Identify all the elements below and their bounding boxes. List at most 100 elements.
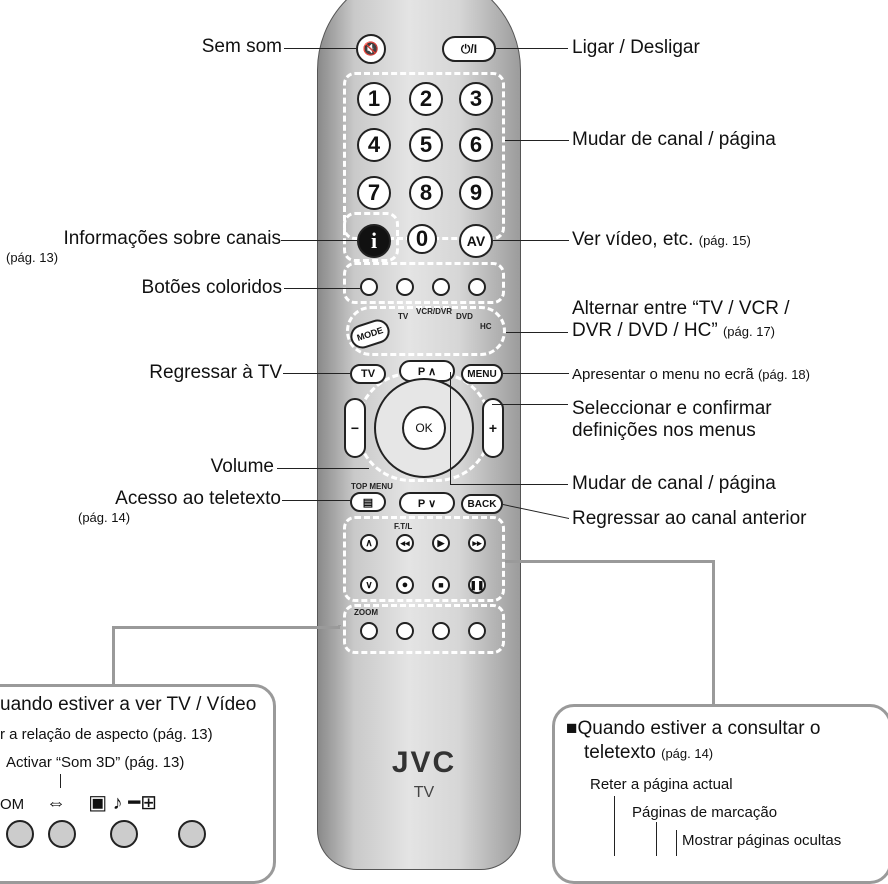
right-box-bracket2 (656, 822, 657, 856)
right-box-item3: Mostrar páginas ocultas (682, 832, 842, 849)
digit-8-button[interactable]: 8 (409, 176, 443, 210)
digit-3-button[interactable]: 3 (459, 82, 493, 116)
leader-pdown-v (450, 372, 451, 484)
left-box-icons: ⇔ ▣ ♪ ━⊞ (46, 792, 158, 814)
leader-color (284, 288, 360, 289)
ftl-label: F.T/L (394, 522, 413, 531)
video-label: Ver vídeo, etc. (pág. 15) (572, 229, 751, 250)
red-button[interactable] (360, 278, 378, 296)
teletext-button[interactable]: ▤ (350, 492, 386, 512)
power-button[interactable]: ⏻/I (442, 36, 496, 62)
volume-down-button[interactable]: − (344, 398, 366, 458)
top-menu-label: TOP MENU (351, 482, 393, 491)
blue-button[interactable] (468, 278, 486, 296)
info-ref: (pág. 13) (6, 250, 59, 265)
right-connector-v (712, 560, 715, 706)
digit-2-button[interactable]: 2 (409, 82, 443, 116)
mode-tv-label: TV (398, 312, 409, 321)
right-box-bracket3 (676, 830, 677, 856)
left-box-btn2 (48, 820, 76, 848)
channel-page-label: Mudar de canal / página (572, 129, 776, 150)
green-button[interactable] (396, 278, 414, 296)
digit-5-button[interactable]: 5 (409, 128, 443, 162)
leader-menu (503, 373, 569, 374)
left-box-line2: Activar “Som 3D” (pág. 13) (6, 754, 185, 771)
record-button[interactable]: ● (396, 576, 414, 594)
info-button[interactable]: i (357, 224, 391, 258)
left-box-pointer (60, 774, 61, 788)
playback-group-outline (343, 516, 505, 602)
digit-4-button[interactable]: 4 (357, 128, 391, 162)
p-down-button[interactable]: P ∨ (399, 492, 455, 514)
left-box-btn4 (178, 820, 206, 848)
stop-button[interactable]: ■ (432, 576, 450, 594)
zoom-label: ZOOM (354, 608, 378, 617)
left-connector-v (112, 626, 115, 686)
back-label: Regressar ao canal anterior (572, 508, 807, 529)
leader-volume (277, 468, 369, 469)
switch-label-1: Alternar entre “TV / VCR / (572, 298, 790, 319)
sound-3d-button[interactable] (396, 622, 414, 640)
leader-mute (284, 48, 356, 49)
yellow-button[interactable] (432, 278, 450, 296)
color-group-outline (343, 262, 505, 304)
left-callout-box (0, 684, 276, 884)
color-buttons-label: Botões coloridos (141, 277, 282, 298)
brand-logo: JVC (391, 746, 457, 779)
mode-hc-label: HC (480, 322, 492, 331)
tv-button[interactable]: TV (350, 364, 386, 384)
pause-button[interactable]: ❚❚ (468, 576, 486, 594)
play-button[interactable]: ▶ (432, 534, 450, 552)
zoom-group-outline (343, 604, 505, 654)
digit-9-button[interactable]: 9 (459, 176, 493, 210)
menu-button[interactable]: MENU (461, 364, 503, 384)
left-box-title: uando estiver a ver TV / Vídeo (0, 694, 257, 715)
left-connector-h (112, 626, 340, 629)
mode-group-outline (346, 306, 506, 356)
digit-0-button[interactable]: 0 (407, 224, 437, 254)
left-box-zoom: OM (0, 796, 25, 813)
fast-forward-button[interactable]: ▸▸ (468, 534, 486, 552)
leader-video (493, 240, 569, 241)
digit-1-button[interactable]: 1 (357, 82, 391, 116)
model-label: TV (413, 784, 435, 801)
left-box-line1: r a relação de aspecto (pág. 13) (0, 726, 213, 743)
digit-7-button[interactable]: 7 (357, 176, 391, 210)
right-connector-h (505, 560, 715, 563)
digit-6-button[interactable]: 6 (459, 128, 493, 162)
leader-pdown (450, 484, 568, 485)
info-group-outline (343, 212, 399, 262)
mode-vcr-label: VCR/DVR (416, 307, 453, 316)
zoom-button[interactable] (360, 622, 378, 640)
volume-up-button[interactable]: + (482, 398, 504, 458)
right-box-item2: Páginas de marcação (632, 804, 778, 821)
leader-channel (505, 140, 569, 141)
back-button[interactable]: BACK (461, 494, 503, 514)
leader-info (281, 240, 357, 241)
mute-button[interactable]: 🔇 (356, 34, 386, 64)
select-label-2: definições nos menus (572, 420, 756, 441)
right-box-item1: Reter a página actual (590, 776, 733, 793)
select-label-1: Seleccionar e confirmar (572, 398, 772, 419)
leader-teletext (282, 500, 350, 501)
hold-button[interactable] (432, 622, 450, 640)
return-tv-label: Regressar à TV (149, 362, 282, 383)
av-button[interactable]: AV (459, 224, 493, 258)
leader-select (492, 404, 568, 405)
index-button[interactable] (468, 622, 486, 640)
ok-button[interactable]: OK (402, 406, 446, 450)
leader-switch (506, 332, 568, 333)
mute-label: Sem som (201, 36, 282, 57)
switch-label-2: DVR / DVD / HC” (pág. 17) (572, 320, 776, 341)
down-arrow-button[interactable]: ∨ (360, 576, 378, 594)
teletext-ref: (pág. 14) (78, 510, 131, 525)
up-arrow-button[interactable]: ∧ (360, 534, 378, 552)
right-box-title-1: ■Quando estiver a consultar o (566, 718, 821, 739)
leader-tv (283, 373, 350, 374)
left-box-btn1 (6, 820, 34, 848)
left-connector-v1 (338, 625, 341, 626)
right-box-title-2: teletexto (pág. 14) (584, 742, 714, 763)
teletext-label: Acesso ao teletexto (115, 488, 281, 509)
rewind-button[interactable]: ◂◂ (396, 534, 414, 552)
power-label: Ligar / Desligar (572, 37, 700, 58)
